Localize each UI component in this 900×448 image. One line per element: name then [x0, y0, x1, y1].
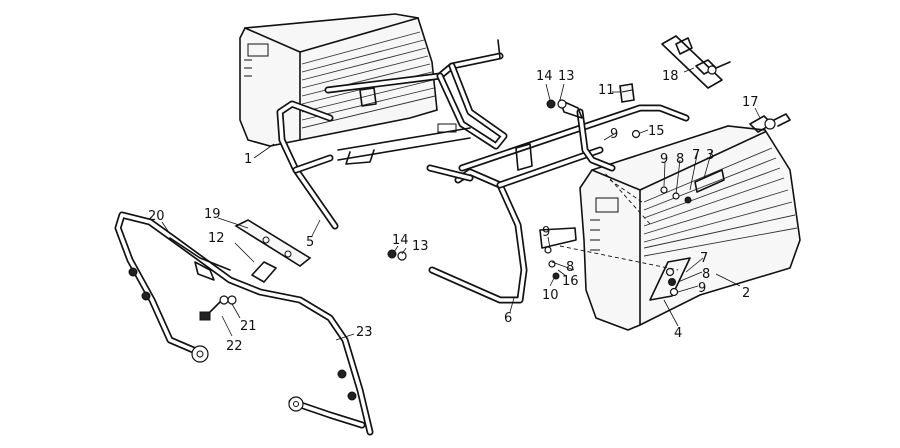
callout-11: 11 — [598, 83, 615, 98]
lock-set-17 — [749, 113, 791, 133]
spacer-bush — [251, 261, 277, 283]
right-carrier-frame — [426, 99, 690, 304]
callout-8b: 8 — [702, 267, 710, 282]
rivet-set-mount — [544, 246, 560, 280]
callout-13b: 13 — [412, 239, 429, 254]
callout-14b: 14 — [392, 233, 409, 248]
callout-9a: 9 — [660, 152, 668, 167]
left-carrier-frame — [276, 39, 508, 230]
mounting-bracket — [234, 219, 312, 267]
callout-18: 18 — [662, 69, 679, 84]
left-pannier-case — [239, 13, 438, 147]
callout-9c: 9 — [542, 225, 550, 240]
crash-bar-assembly — [114, 211, 374, 436]
callout-23: 23 — [356, 325, 373, 340]
callout-7a: 7 — [692, 148, 700, 163]
callout-14a: 14 — [536, 69, 553, 84]
callout-13a: 13 — [558, 69, 575, 84]
callout-16: 16 — [562, 274, 579, 289]
callout-10: 10 — [542, 288, 559, 303]
callout-8a: 8 — [676, 152, 684, 167]
callout-19: 19 — [204, 207, 221, 222]
callout-22: 22 — [226, 339, 243, 354]
callout-5: 5 — [306, 235, 314, 250]
callout-1: 1 — [244, 152, 252, 167]
callout-12: 12 — [208, 231, 225, 246]
callout-4: 4 — [674, 326, 682, 341]
lock-set-18 — [661, 35, 731, 89]
callout-8c: 8 — [566, 260, 574, 275]
callout-9b: 9 — [698, 281, 706, 296]
leader-lines — [161, 67, 761, 341]
right-pannier-case — [579, 125, 801, 331]
bolt-washer-set — [199, 295, 237, 321]
callout-20: 20 — [148, 209, 165, 224]
callout-6: 6 — [504, 311, 512, 326]
assembly-line — [559, 171, 679, 271]
nut-and-washer-top — [546, 99, 567, 109]
callout-2: 2 — [742, 286, 750, 301]
callout-9d: 9 — [610, 127, 618, 142]
callout-3: 3 — [706, 148, 714, 163]
rivet-set-lid — [660, 186, 692, 204]
clip-11 — [619, 83, 635, 103]
callout-17: 17 — [742, 95, 759, 110]
callout-21: 21 — [240, 319, 257, 334]
callout-7b: 7 — [700, 251, 708, 266]
washer-15 — [631, 129, 641, 139]
callout-15: 15 — [648, 124, 665, 139]
